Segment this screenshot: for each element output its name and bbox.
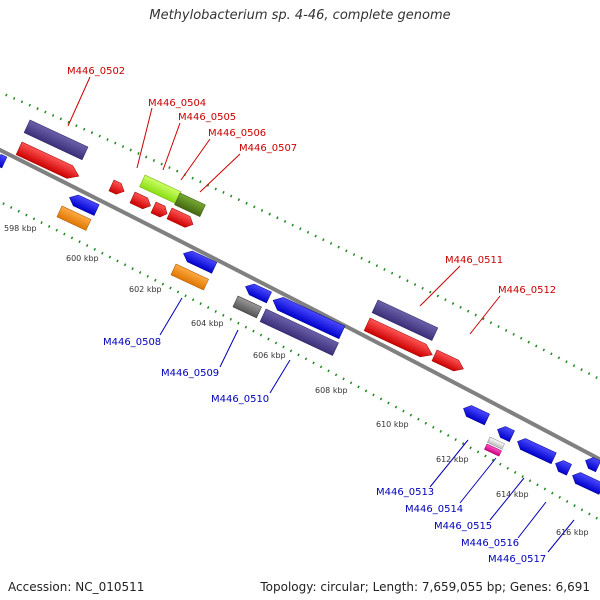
genome-summary-text: Topology: circular; Length: 7,659,055 bp… (260, 580, 590, 594)
cds-reverse-left-edge[interactable] (0, 152, 8, 169)
cog-feature-0508[interactable] (170, 263, 209, 291)
cds-reverse-0517[interactable] (570, 470, 600, 495)
cds-reverse-0509[interactable] (243, 281, 272, 304)
genome-backbone (0, 147, 600, 462)
cds-forward-0504[interactable] (108, 179, 127, 197)
cog-feature-0502[interactable] (23, 119, 89, 161)
kbp-label-602: 602 kbp (129, 285, 162, 294)
cog-feature-0510[interactable] (259, 308, 339, 356)
kbp-label-600: 600 kbp (66, 254, 99, 263)
inner-tick-track (0, 200, 600, 522)
cds-reverse-0516[interactable] (553, 458, 572, 476)
kbp-label-614: 614 kbp (496, 490, 529, 499)
cds-reverse-0510[interactable] (270, 294, 346, 340)
cog-feature-0509[interactable] (232, 295, 262, 319)
gene-label-0516[interactable]: M446_0516 (461, 538, 519, 549)
accession-text: Accession: NC_010511 (8, 580, 145, 594)
kbp-label-612: 612 kbp (436, 455, 469, 464)
kbp-label-616: 616 kbp (556, 528, 589, 537)
cog-feature-0514-pink[interactable] (484, 443, 502, 457)
cds-reverse-0508[interactable] (181, 248, 218, 274)
genome-title: Methylobacterium sp. 4-46, complete geno… (149, 8, 451, 23)
cog-feature-0514-white[interactable] (487, 436, 505, 450)
cds-forward-0507[interactable] (166, 207, 196, 230)
kbp-label-598: 598 kbp (4, 224, 37, 233)
cds-reverse-0515[interactable] (515, 436, 557, 465)
reverse-leader-lines (159, 297, 575, 553)
kbp-label-606: 606 kbp (253, 351, 286, 360)
cds-reverse-0513[interactable] (461, 403, 490, 426)
cds-reverse-edge-far[interactable] (583, 455, 600, 473)
gene-label-0512[interactable]: M446_0512 (498, 285, 556, 296)
cog-feature-0506[interactable] (174, 192, 206, 217)
cds-forward-0511[interactable] (363, 317, 435, 361)
gene-label-0511[interactable]: M446_0511 (445, 255, 503, 266)
gene-label-0506[interactable]: M446_0506 (208, 128, 266, 139)
gene-label-0509[interactable]: M446_0509 (161, 368, 219, 379)
gene-label-0507[interactable]: M446_0507 (239, 143, 297, 154)
gene-label-0505[interactable]: M446_0505 (178, 112, 236, 123)
gene-label-0517[interactable]: M446_0517 (488, 554, 546, 565)
cds-forward-0512[interactable] (431, 349, 466, 374)
gene-label-0510[interactable]: M446_0510 (211, 394, 269, 405)
cds-forward-0505[interactable] (129, 191, 153, 211)
gene-label-0513[interactable]: M446_0513 (376, 487, 434, 498)
kbp-label-604: 604 kbp (191, 319, 224, 328)
gene-label-0514[interactable]: M446_0514 (405, 504, 463, 515)
cds-reverse-0514[interactable] (495, 424, 515, 442)
gene-label-0508[interactable]: M446_0508 (103, 337, 161, 348)
cog-feature-0511[interactable] (371, 299, 439, 341)
kbp-label-608: 608 kbp (315, 386, 348, 395)
gene-label-0502[interactable]: M446_0502 (67, 66, 125, 77)
cds-reverse-599k[interactable] (67, 192, 100, 216)
forward-leader-lines (67, 76, 501, 335)
gene-label-0515[interactable]: M446_0515 (434, 521, 492, 532)
kbp-label-610: 610 kbp (376, 420, 409, 429)
outer-tick-track (0, 90, 600, 381)
cds-forward-0502[interactable] (15, 141, 82, 183)
cds-forward-0506[interactable] (150, 201, 170, 219)
gene-label-0504[interactable]: M446_0504 (148, 98, 206, 109)
cog-feature-599k[interactable] (56, 205, 92, 231)
